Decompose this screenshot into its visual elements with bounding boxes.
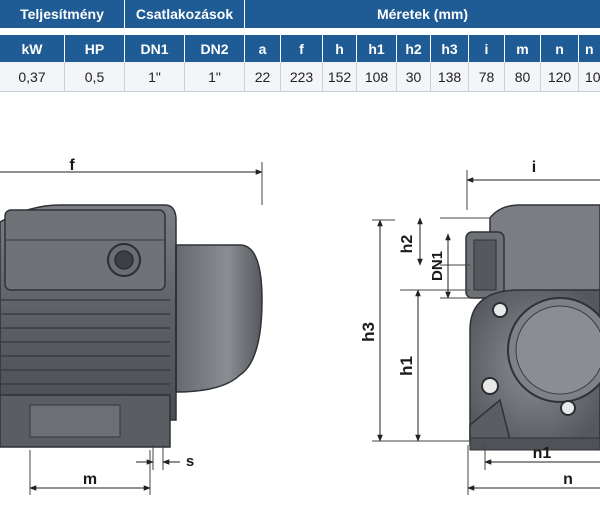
label-h1: h1 [397, 356, 416, 376]
side-view: f [0, 157, 263, 495]
val-n: 120 [541, 62, 579, 92]
label-s: s [186, 453, 194, 470]
val-h3: 138 [431, 62, 469, 92]
label-f: f [69, 157, 75, 174]
val-h1: 108 [357, 62, 397, 92]
header-dimensions: Méretek (mm) [245, 0, 600, 28]
val-i: 78 [469, 62, 505, 92]
motor-body [0, 204, 263, 448]
col-h: h [323, 34, 357, 62]
col-n: n [541, 34, 579, 62]
val-kw: 0,37 [0, 62, 65, 92]
pump-housing [465, 204, 600, 451]
label-m: m [83, 471, 97, 488]
label-dn1: DN1 [429, 251, 446, 281]
front-view: i h2 DN1 [359, 159, 600, 495]
label-n: n [563, 471, 573, 488]
col-h1: h1 [357, 34, 397, 62]
val-m: 80 [505, 62, 541, 92]
val-a: 22 [245, 62, 281, 92]
header-power: Teljesítmény [0, 0, 125, 28]
label-h3: h3 [359, 322, 378, 342]
column-header-row: kW HP DN1 DN2 a f h h1 h2 h3 i m n n [0, 34, 600, 62]
val-n-extra: 10 [579, 62, 600, 92]
col-m: m [505, 34, 541, 62]
col-n-extra: n [579, 34, 600, 62]
col-dn1: DN1 [125, 34, 185, 62]
label-h2: h2 [399, 235, 416, 254]
val-hp: 0,5 [65, 62, 125, 92]
label-i: i [532, 159, 536, 176]
val-f: 223 [281, 62, 323, 92]
val-h: 152 [323, 62, 357, 92]
col-a: a [245, 34, 281, 62]
val-dn2: 1" [185, 62, 245, 92]
header-connections: Csatlakozások [125, 0, 245, 28]
val-dn1: 1" [125, 62, 185, 92]
col-kw: kW [0, 34, 65, 62]
val-h2: 30 [397, 62, 431, 92]
col-f: f [281, 34, 323, 62]
col-i: i [469, 34, 505, 62]
col-hp: HP [65, 34, 125, 62]
technical-drawing: f [0, 157, 600, 495]
values-row: 0,37 0,5 1" 1" 22 223 152 108 30 138 78 … [0, 62, 600, 92]
group-header-row: Teljesítmény Csatlakozások Méretek (mm) [0, 0, 600, 28]
col-h2: h2 [397, 34, 431, 62]
col-dn2: DN2 [185, 34, 245, 62]
col-h3: h3 [431, 34, 469, 62]
label-n1: n1 [533, 445, 552, 462]
